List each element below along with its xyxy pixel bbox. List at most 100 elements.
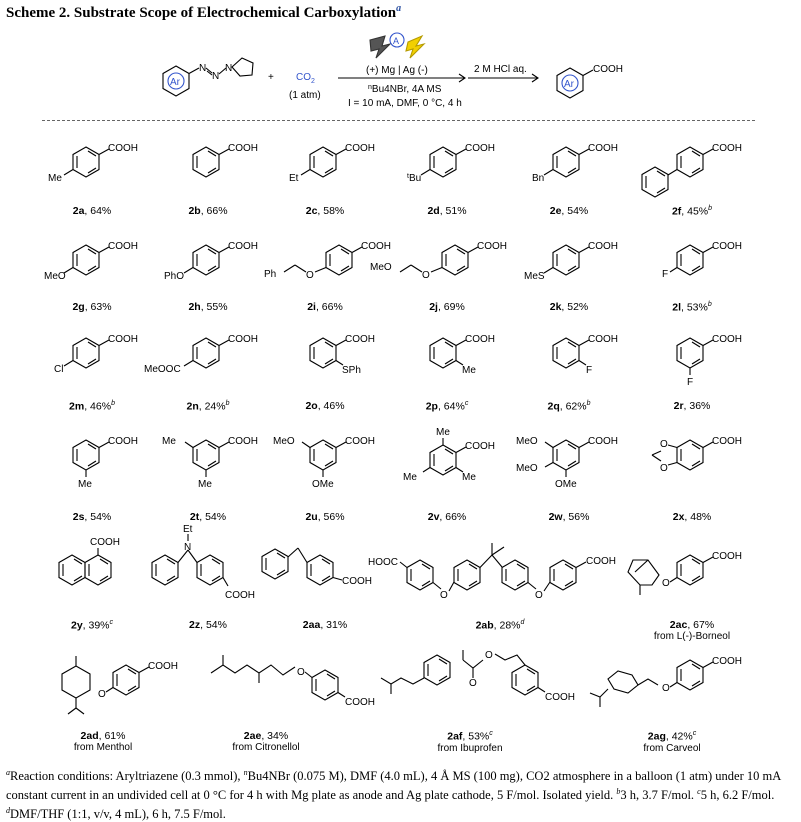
svg-text:COOH: COOH [345, 143, 375, 154]
compound-label-2q: 2q, 62%b [547, 400, 591, 413]
n2: N [212, 71, 219, 82]
compound-label-2l: 2l, 53%b [672, 301, 712, 314]
svg-text:O: O [662, 578, 670, 589]
condition-electrolyte: nBu4NBr, 4A MS [368, 84, 442, 95]
svg-text:COOH: COOH [108, 334, 138, 345]
compound-label-2g: 2g, 63% [72, 301, 112, 313]
svg-text:O: O [98, 689, 106, 700]
svg-text:COOH: COOH [545, 692, 575, 703]
compound-label-2ad: 2ad, 61%from Menthol [73, 730, 133, 753]
svg-text:COOH: COOH [228, 436, 258, 447]
compound-label-2z: 2z, 54% [189, 619, 227, 631]
svg-text:Me: Me [436, 427, 450, 438]
ar-label: Ar [170, 77, 181, 88]
svg-text:COOH: COOH [345, 334, 375, 345]
svg-text:HOOC: HOOC [368, 557, 398, 568]
compound-label-2v: 2v, 66% [427, 511, 467, 523]
compound-label-2ae: 2ae, 34%from Citronellol [232, 730, 300, 753]
structure-2b: COOH [192, 143, 258, 178]
svg-text:COOH: COOH [712, 334, 742, 345]
svg-text:COOH: COOH [588, 436, 618, 447]
structure-2m: COOH Cl [54, 334, 138, 375]
structure-2aa: COOH [261, 547, 372, 587]
svg-text:COOH: COOH [477, 241, 507, 252]
svg-text:Me: Me [162, 436, 176, 447]
svg-text:Me: Me [462, 365, 476, 376]
n1: N [199, 63, 206, 74]
co2-condition: (1 atm) [289, 90, 321, 101]
co2-label: CO2 [296, 72, 315, 85]
product-cooh: COOH [593, 64, 623, 75]
structure-2c: COOH Et [289, 143, 375, 184]
svg-text:SPh: SPh [342, 365, 361, 376]
svg-text:Et: Et [289, 173, 299, 184]
structure-2f: COOH [641, 143, 742, 198]
svg-text:O: O [306, 270, 314, 281]
svg-text:COOH: COOH [586, 556, 616, 567]
structure-2r: COOH F [676, 334, 742, 388]
svg-text:COOH: COOH [712, 436, 742, 447]
compound-label-2j: 2j, 69% [429, 301, 465, 313]
svg-text:COOH: COOH [345, 436, 375, 447]
compound-label-2s: 2s, 54% [72, 511, 112, 523]
compound-label-2u: 2u, 56% [305, 511, 345, 523]
ammeter-icon [389, 32, 405, 48]
svg-text:COOH: COOH [712, 241, 742, 252]
svg-text:MeS: MeS [524, 271, 545, 282]
compound-label-2e: 2e, 54% [549, 205, 589, 217]
structure-2h: COOH PhO [164, 241, 258, 282]
svg-text:Me: Me [462, 472, 476, 483]
svg-text:COOH: COOH [345, 697, 375, 708]
svg-text:COOH: COOH [108, 143, 138, 154]
svg-text:OMe: OMe [555, 479, 577, 490]
svg-text:Bn: Bn [532, 173, 544, 184]
pyrrolidine-ring [231, 57, 254, 77]
svg-text:Cl: Cl [54, 364, 63, 375]
condition-acid: 2 M HCl aq. [474, 64, 527, 75]
svg-text:O: O [485, 650, 493, 661]
svg-text:A: A [393, 36, 399, 46]
structure-2d: COOH tBu [407, 143, 495, 184]
structure-2o: COOH SPh [309, 334, 375, 376]
svg-text:O: O [662, 683, 670, 694]
compound-label-2m: 2m, 46%b [69, 400, 115, 413]
compound-label-2d: 2d, 51% [427, 205, 467, 217]
svg-text:COOH: COOH [342, 576, 372, 587]
svg-text:Et: Et [183, 524, 193, 535]
scheme-title: Scheme 2. Substrate Scope of Electrochem… [6, 3, 402, 21]
svg-text:COOH: COOH [465, 143, 495, 154]
svg-text:PhO: PhO [164, 271, 184, 282]
compound-label-2n: 2n, 24%b [186, 400, 230, 413]
compound-label-2x: 2x, 48% [672, 511, 712, 523]
compound-label-2t: 2t, 54% [189, 511, 227, 523]
svg-text:tBu: tBu [407, 173, 421, 184]
svg-text:COOH: COOH [588, 241, 618, 252]
svg-text:COOH: COOH [228, 143, 258, 154]
plus-sign: + [268, 72, 274, 83]
svg-text:F: F [586, 365, 592, 376]
svg-text:COOH: COOH [225, 590, 255, 601]
compound-label-2aa: 2aa, 31% [302, 619, 348, 631]
svg-text:Me: Me [48, 173, 62, 184]
svg-text:COOH: COOH [228, 241, 258, 252]
svg-text:COOH: COOH [465, 441, 495, 452]
svg-text:Ar: Ar [564, 79, 575, 90]
svg-text:F: F [687, 377, 693, 388]
